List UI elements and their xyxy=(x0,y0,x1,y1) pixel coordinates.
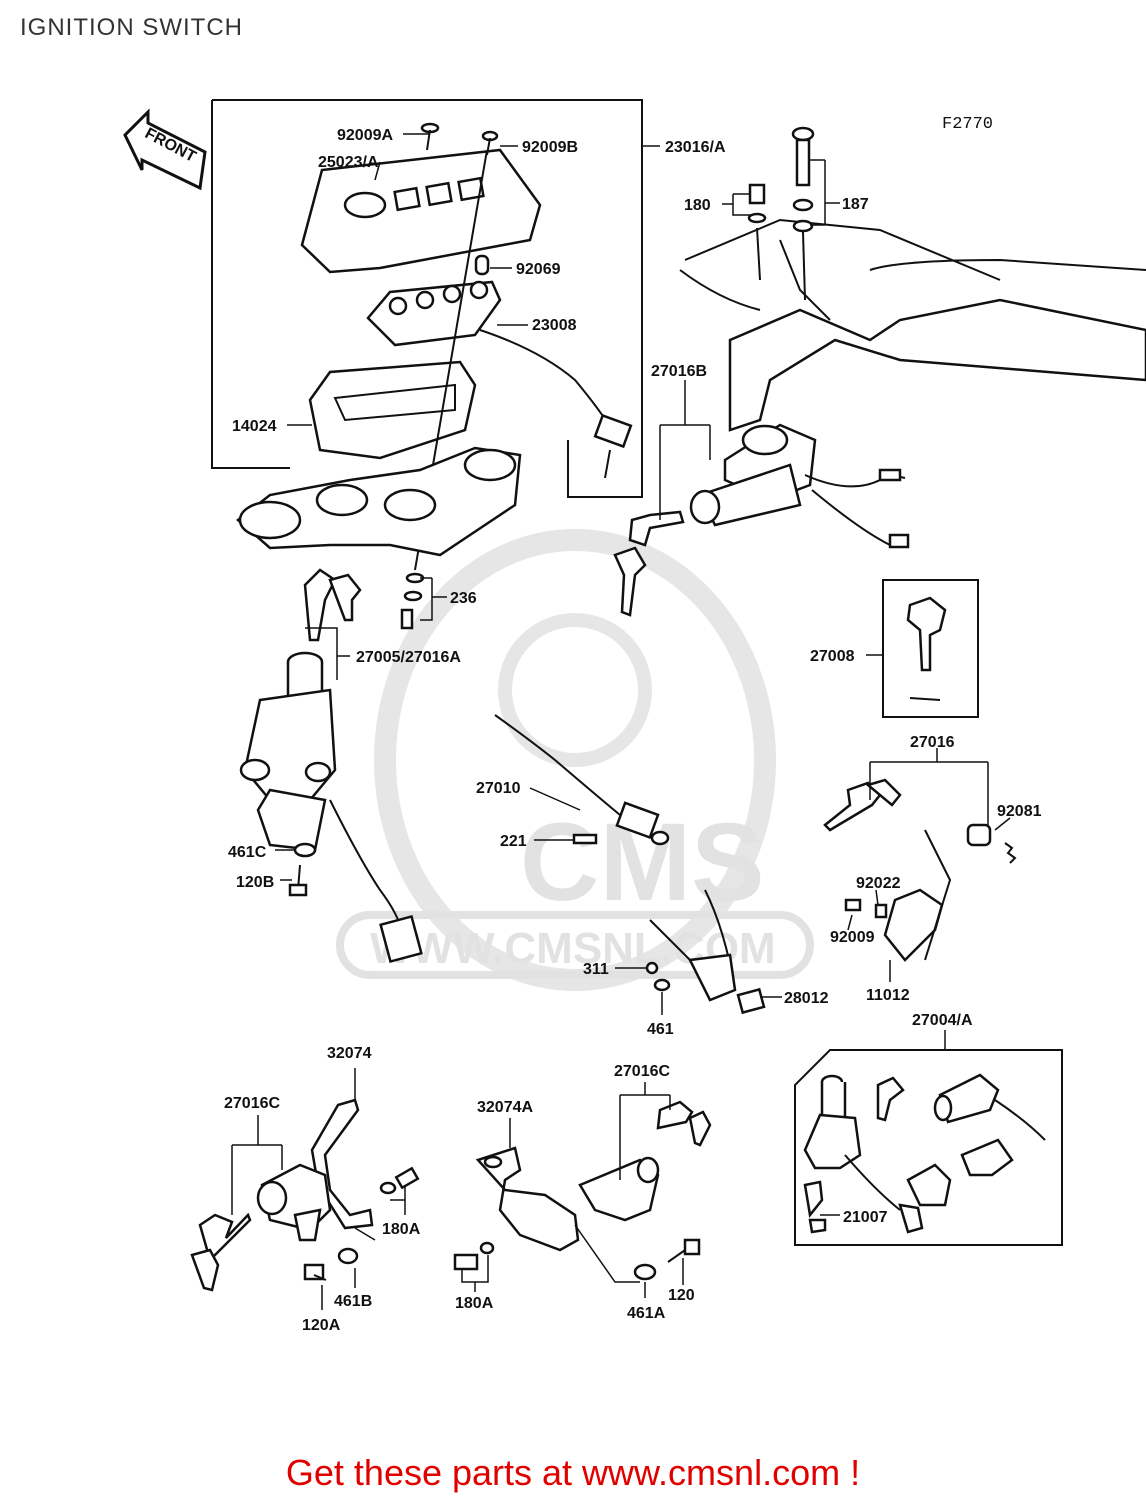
screw-221 xyxy=(572,833,598,845)
washer-461B xyxy=(337,1247,359,1265)
keys-21007 xyxy=(803,1180,827,1234)
housing-14024 xyxy=(308,360,477,460)
washer-461A xyxy=(633,1263,657,1281)
label-27008: 27008 xyxy=(810,648,855,665)
bolt-120 xyxy=(667,1238,701,1263)
keys-27016C-left xyxy=(190,1212,252,1292)
key-blank-box-27008 xyxy=(882,579,979,718)
label-27016B: 27016B xyxy=(651,363,707,380)
bolt-120A xyxy=(303,1263,327,1281)
label-25023A: 25023/A xyxy=(318,154,379,171)
label-27016C-mid: 27016C xyxy=(614,1063,670,1080)
bolt-187 xyxy=(791,126,815,301)
label-27016: 27016 xyxy=(910,734,955,751)
label-187: 187 xyxy=(842,196,869,213)
keys-27005 xyxy=(303,568,362,642)
label-27005-27016A: 27005/27016A xyxy=(356,649,461,666)
label-311: 311 xyxy=(583,961,609,978)
ignition-switch-27016C-mid xyxy=(578,1156,660,1222)
label-461A: 461A xyxy=(627,1305,666,1322)
keys-27016B xyxy=(613,510,685,617)
label-27004A: 27004/A xyxy=(912,1012,973,1029)
keys-27016 xyxy=(823,778,902,832)
label-461B: 461B xyxy=(334,1293,372,1310)
figure-code: F2770 xyxy=(942,115,993,134)
socket-assembly-23008 xyxy=(366,280,633,479)
cover-25023 xyxy=(300,148,542,274)
bolt-180A-left xyxy=(379,1166,420,1195)
ignition-switch-27005 xyxy=(239,651,423,964)
parts-diagram: CMS WWW.CMSNL.COM FRONT F2770 xyxy=(123,99,1146,1334)
bolt-180A-mid xyxy=(453,1241,495,1271)
bolt-120B xyxy=(288,864,308,897)
ignition-switch-27016C-left xyxy=(256,1163,332,1242)
label-221: 221 xyxy=(500,833,527,850)
keys-27004A xyxy=(876,1076,905,1122)
washer-461C xyxy=(293,842,317,858)
label-92069: 92069 xyxy=(516,261,561,278)
leader-lines xyxy=(231,133,1011,1310)
label-120: 120 xyxy=(668,1287,695,1304)
label-92009B: 92009B xyxy=(522,139,578,156)
label-32074: 32074 xyxy=(327,1045,372,1062)
label-236: 236 xyxy=(450,590,477,607)
label-180: 180 xyxy=(684,197,711,214)
page-title: IGNITION SWITCH xyxy=(20,14,243,41)
key-blank-27008 xyxy=(906,596,947,701)
label-180A-left: 180A xyxy=(382,1221,421,1238)
ignition-switch-27016B xyxy=(689,423,910,549)
screw-92009A xyxy=(420,122,440,151)
label-92009A: 92009A xyxy=(337,127,393,144)
keys-27016C-mid xyxy=(656,1100,712,1147)
watermark: CMS WWW.CMSNL.COM xyxy=(336,529,814,991)
part-labels: 92009A 92009B 23016/A 25023/A 92069 2300… xyxy=(224,127,1042,1334)
label-21007: 21007 xyxy=(843,1209,888,1226)
leader-11012 xyxy=(924,829,952,961)
label-461C: 461C xyxy=(228,844,267,861)
label-92022: 92022 xyxy=(856,875,901,892)
front-arrow: FRONT xyxy=(123,108,207,191)
assembly-box-23016 xyxy=(211,99,643,498)
label-27016C-left: 27016C xyxy=(224,1095,280,1112)
label-120A: 120A xyxy=(302,1317,341,1334)
bracket-28012 xyxy=(645,889,766,1015)
switch-body-27004A xyxy=(906,1073,1046,1207)
label-120B: 120B xyxy=(236,874,274,891)
label-28012: 28012 xyxy=(784,990,829,1007)
label-23008: 23008 xyxy=(532,317,577,334)
lock-cylinder-92081 xyxy=(966,823,1017,864)
ignition-switch-27004A xyxy=(803,1074,924,1234)
bracket-32074A xyxy=(475,1146,580,1252)
footer-promo[interactable]: Get these parts at www.cmsnl.com ! xyxy=(285,1452,861,1493)
label-180A-mid: 180A xyxy=(455,1295,494,1312)
switch-27010 xyxy=(494,714,670,846)
label-92009: 92009 xyxy=(830,929,875,946)
assembly-box-27004A xyxy=(794,1049,1063,1246)
steering-triple-clamp xyxy=(236,446,522,557)
frame-bracket xyxy=(679,218,1146,432)
label-23016A: 23016/A xyxy=(665,139,726,156)
bulb-92069 xyxy=(474,254,490,276)
label-461: 461 xyxy=(647,1021,674,1038)
label-32074A: 32074A xyxy=(477,1099,533,1116)
label-11012: 11012 xyxy=(866,987,910,1004)
label-27010: 27010 xyxy=(476,780,521,797)
label-14024: 14024 xyxy=(232,418,277,435)
label-92081: 92081 xyxy=(997,803,1042,820)
